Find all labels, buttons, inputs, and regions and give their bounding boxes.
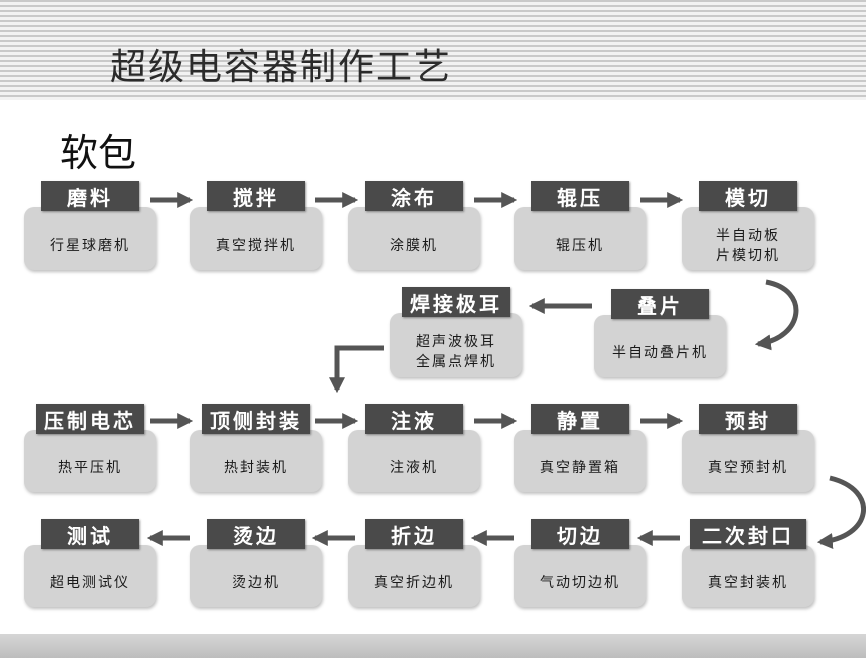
process-step-electrolyte-filling: 注液机 注液 <box>348 404 480 492</box>
page-title: 超级电容器制作工艺 <box>110 47 453 88</box>
step-label: 搅拌 <box>207 181 305 211</box>
step-label: 折边 <box>365 519 463 549</box>
process-step-cell-pressing: 热平压机 压制电芯 <box>24 404 156 492</box>
equipment-card: 超声波极耳 全属点焊机 <box>390 313 522 377</box>
step-label: 预封 <box>699 404 797 434</box>
equipment-text: 烫边机 <box>232 575 280 591</box>
equipment-text: 半自动板 片模切机 <box>716 227 780 264</box>
process-step-die-cutting: 半自动板 片模切机 模切 <box>682 181 814 270</box>
process-step-rolling: 辊压机 辊压 <box>514 181 646 270</box>
equipment-card: 真空搅拌机 <box>190 207 322 270</box>
equipment-text: 辊压机 <box>556 237 604 254</box>
step-label: 切边 <box>531 519 629 549</box>
equipment-card: 真空折边机 <box>348 545 480 607</box>
equipment-card: 超电测试仪 <box>24 545 156 607</box>
equipment-text: 行星球磨机 <box>50 237 130 254</box>
equipment-text: 超电测试仪 <box>50 575 130 591</box>
equipment-text: 真空预封机 <box>708 460 788 476</box>
process-step-coating: 涂膜机 涂布 <box>348 181 480 270</box>
equipment-text: 注液机 <box>390 460 438 476</box>
step-label: 二次封口 <box>690 519 806 549</box>
process-step-stacking: 半自动叠片机 叠片 <box>594 289 726 377</box>
process-step-standing: 真空静置箱 静置 <box>514 404 646 492</box>
equipment-text: 半自动叠片机 <box>612 345 708 361</box>
equipment-card: 真空预封机 <box>682 430 814 492</box>
process-step-testing: 超电测试仪 测试 <box>24 519 156 607</box>
step-label: 辊压 <box>531 181 629 211</box>
step-label: 测试 <box>41 519 139 549</box>
equipment-card: 真空静置箱 <box>514 430 646 492</box>
equipment-text: 真空折边机 <box>374 575 454 591</box>
step-label: 叠片 <box>611 289 709 319</box>
step-label: 注液 <box>365 404 463 434</box>
equipment-text: 热平压机 <box>58 460 122 476</box>
equipment-text: 涂膜机 <box>390 237 438 254</box>
equipment-card: 半自动板 片模切机 <box>682 207 814 270</box>
equipment-card: 行星球磨机 <box>24 207 156 270</box>
equipment-card: 涂膜机 <box>348 207 480 270</box>
section-title: 软包 <box>60 131 137 175</box>
process-step-grinding: 行星球磨机 磨料 <box>24 181 156 270</box>
equipment-card: 热平压机 <box>24 430 156 492</box>
process-step-secondary-sealing: 真空封装机 二次封口 <box>682 519 814 607</box>
equipment-text: 真空搅拌机 <box>216 237 296 254</box>
process-step-edge-folding: 真空折边机 折边 <box>348 519 480 607</box>
equipment-card: 烫边机 <box>190 545 322 607</box>
equipment-text: 真空封装机 <box>708 575 788 591</box>
step-label: 涂布 <box>365 181 463 211</box>
header-band <box>0 0 866 100</box>
equipment-card: 气动切边机 <box>514 545 646 607</box>
equipment-card: 真空封装机 <box>682 545 814 607</box>
equipment-card: 热封装机 <box>190 430 322 492</box>
process-step-pre-sealing: 真空预封机 预封 <box>682 404 814 492</box>
equipment-text: 气动切边机 <box>540 575 620 591</box>
step-label: 静置 <box>531 404 629 434</box>
step-label: 磨料 <box>41 181 139 211</box>
arrow-elbow-down <box>328 345 384 394</box>
step-label: 模切 <box>699 181 797 211</box>
equipment-text: 真空静置箱 <box>540 460 620 476</box>
equipment-card: 注液机 <box>348 430 480 492</box>
step-label: 焊接极耳 <box>402 287 510 317</box>
arrow-curved-down <box>816 475 866 549</box>
equipment-text: 超声波极耳 全属点焊机 <box>416 334 496 370</box>
equipment-card: 半自动叠片机 <box>594 315 726 377</box>
equipment-text: 热封装机 <box>224 460 288 476</box>
step-label: 顶侧封装 <box>202 404 310 434</box>
process-step-edge-trimming: 气动切边机 切边 <box>514 519 646 607</box>
equipment-card: 辊压机 <box>514 207 646 270</box>
step-label: 压制电芯 <box>36 404 144 434</box>
process-step-edge-ironing: 烫边机 烫边 <box>190 519 322 607</box>
process-step-tab-welding: 超声波极耳 全属点焊机 焊接极耳 <box>390 287 522 377</box>
process-step-top-side-sealing: 热封装机 顶侧封装 <box>190 404 322 492</box>
arrow-curved-down <box>754 279 799 351</box>
step-label: 烫边 <box>207 519 305 549</box>
footer-band <box>0 634 866 658</box>
process-step-mixing: 真空搅拌机 搅拌 <box>190 181 322 270</box>
